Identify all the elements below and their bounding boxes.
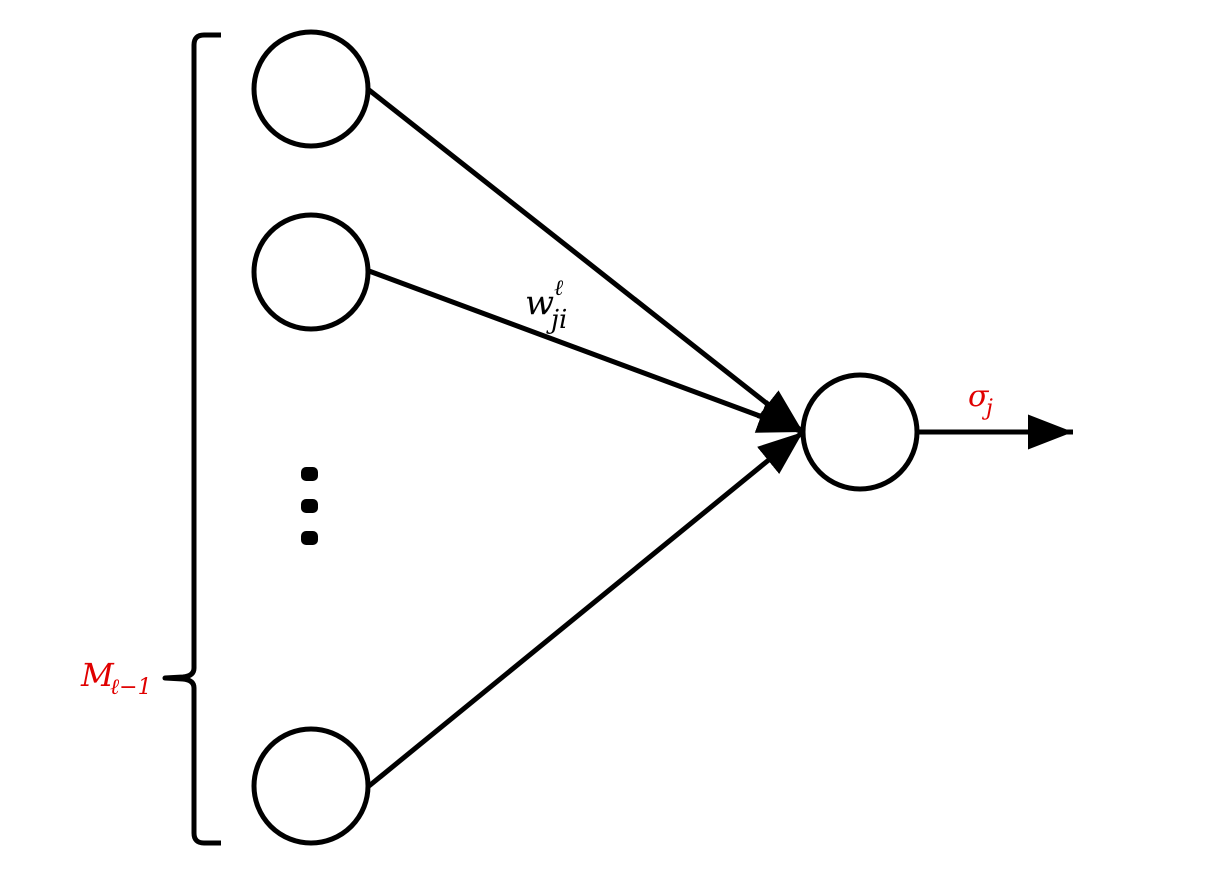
- ellipsis-dots: [301, 467, 318, 545]
- input-node-2: [251, 212, 371, 332]
- weight-label: w ℓ ji: [525, 264, 574, 335]
- connection-edge-top: [367, 88, 805, 434]
- connection-edge-bottom: [367, 430, 805, 788]
- output-label: σ j: [968, 379, 998, 421]
- input-node-last: [251, 726, 371, 846]
- output-neuron: [800, 372, 920, 492]
- layer-size-label: M ℓ−1: [80, 656, 152, 700]
- layer-brace: [162, 32, 221, 846]
- connection-edge-second: [368, 268, 804, 435]
- input-node-1: [251, 29, 371, 149]
